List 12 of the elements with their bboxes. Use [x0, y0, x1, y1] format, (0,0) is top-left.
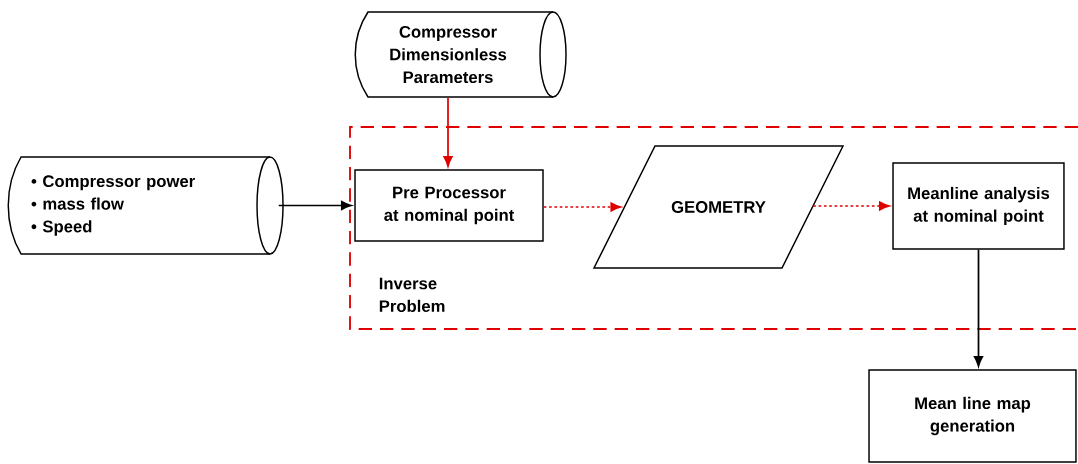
node-label: • Compressor power	[31, 175, 195, 191]
arrow	[277, 200, 352, 211]
arrow	[812, 201, 890, 211]
process-box: Mean line map generation	[868, 369, 1077, 463]
node-label: • Speed	[31, 220, 92, 236]
arrow	[542, 202, 622, 212]
arrow	[973, 248, 984, 367]
process-box: Meanline analysis at nominal point	[892, 162, 1065, 250]
node-label: Compressor Dimensionless Parameters	[390, 25, 507, 84]
node-label: • mass flow	[31, 197, 124, 210]
process-box: Pre Processor at nominal point	[354, 169, 544, 242]
arrow	[443, 96, 453, 167]
